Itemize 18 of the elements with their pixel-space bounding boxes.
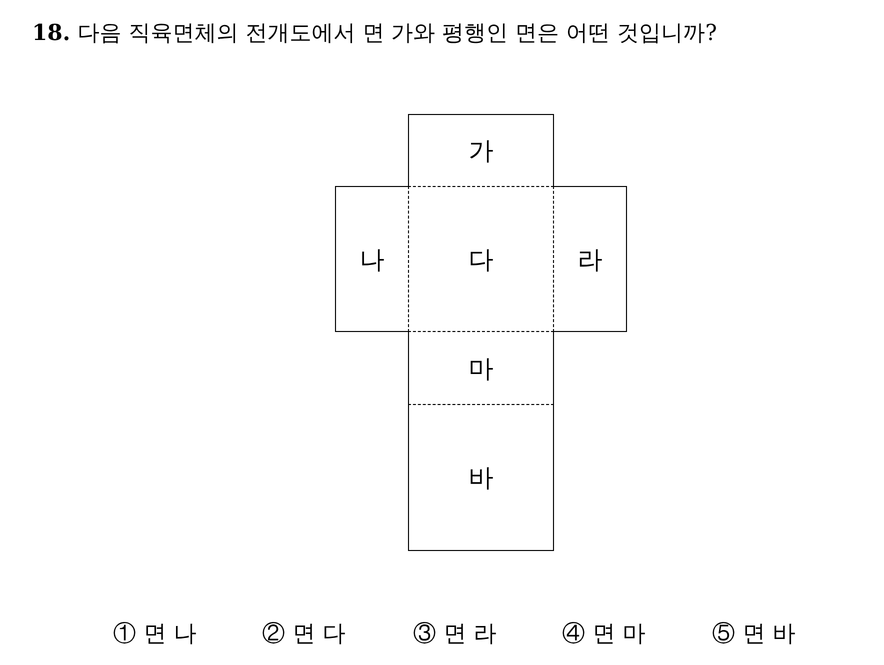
net-face (408, 332, 554, 405)
net-face (408, 114, 554, 186)
face-label: 마 (468, 352, 494, 384)
net-face (408, 186, 554, 332)
answer-choice: ② 면 다 (262, 620, 346, 649)
net-face (554, 186, 627, 332)
net-face (408, 405, 554, 551)
face-label: 라 (578, 244, 602, 276)
face-label: 바 (468, 462, 494, 494)
face-label: 가 (468, 135, 494, 167)
answer-choice: ① 면 나 (113, 620, 197, 649)
question-text: 18. 다음 직육면체의 전개도에서 면 가와 평행인 면은 어떤 것입니까? (32, 19, 718, 48)
net-face (335, 186, 408, 332)
answer-choice: ⑤ 면 바 (712, 620, 796, 649)
answer-choice: ③ 면 라 (413, 620, 497, 649)
answer-choice: ④ 면 마 (562, 620, 646, 649)
face-label: 다 (468, 244, 494, 276)
face-label: 나 (360, 244, 384, 276)
